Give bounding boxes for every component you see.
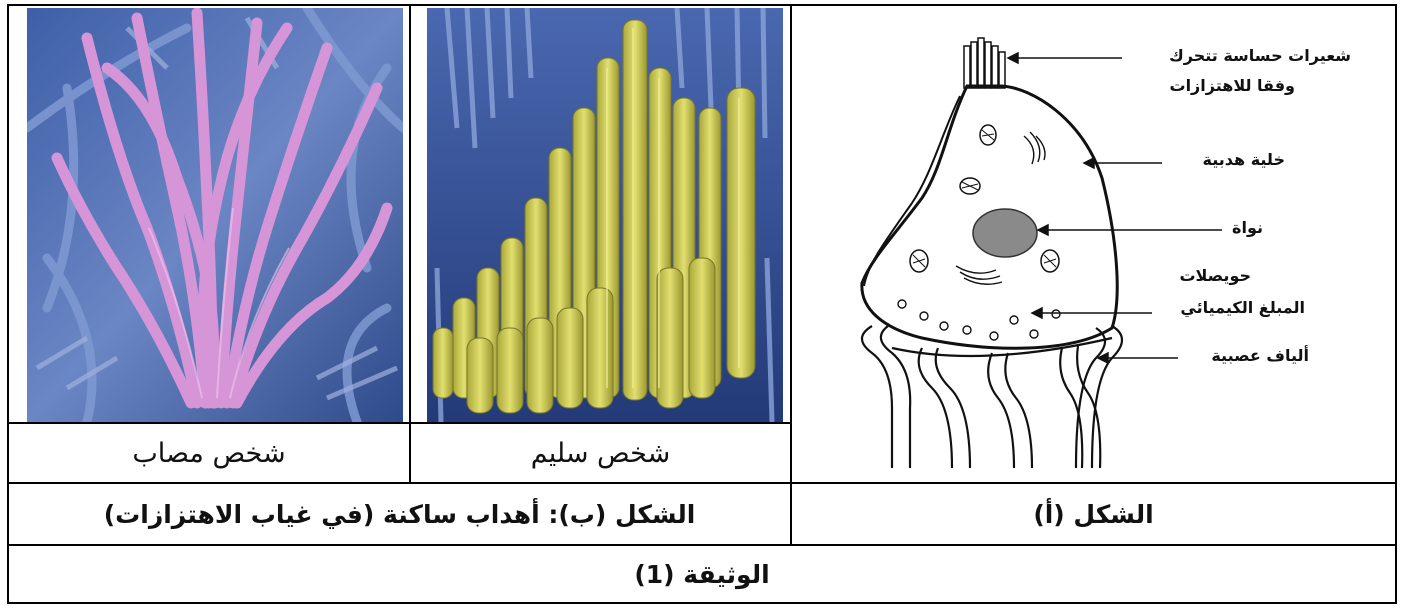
healthy-hair-cells-photo [427, 8, 783, 422]
label-sensory-hairs: شعيرات حساسة تتحرك [1169, 46, 1351, 65]
label-vesicles-line2: المبلغ الكيميائي [1180, 298, 1305, 317]
stereocilia [964, 38, 1005, 88]
label-nerve-fibers: ألياف عصبية [1211, 346, 1309, 365]
figure-a-caption: الشكل (أ) [792, 484, 1395, 544]
document-table: شخص مصاب شخص سليم الشكل (ب): أهداب ساكنة… [7, 4, 1397, 604]
healthy-person-caption: شخص سليم [411, 424, 790, 482]
affected-person-caption: شخص مصاب [9, 424, 409, 482]
label-vesicles: حويصلات [1179, 266, 1251, 285]
label-sensory-hairs-line2: وفقا للاهتزازات [1169, 76, 1295, 95]
nucleus [973, 209, 1037, 257]
label-hair-cell: خلية هدبية [1203, 150, 1285, 169]
column-divider-photos [409, 6, 411, 484]
affected-hair-cells-photo [27, 8, 403, 422]
hair-cell-diagram: شعيرات حساسة تتحرك وفقا للاهتزازات خلية … [792, 8, 1395, 482]
figure-b-caption: الشكل (ب): أهداب ساكنة (في غياب الاهتزاز… [9, 484, 790, 544]
document-title: الوثيقة (1) [9, 546, 1395, 602]
label-nucleus: نواة [1232, 218, 1263, 237]
